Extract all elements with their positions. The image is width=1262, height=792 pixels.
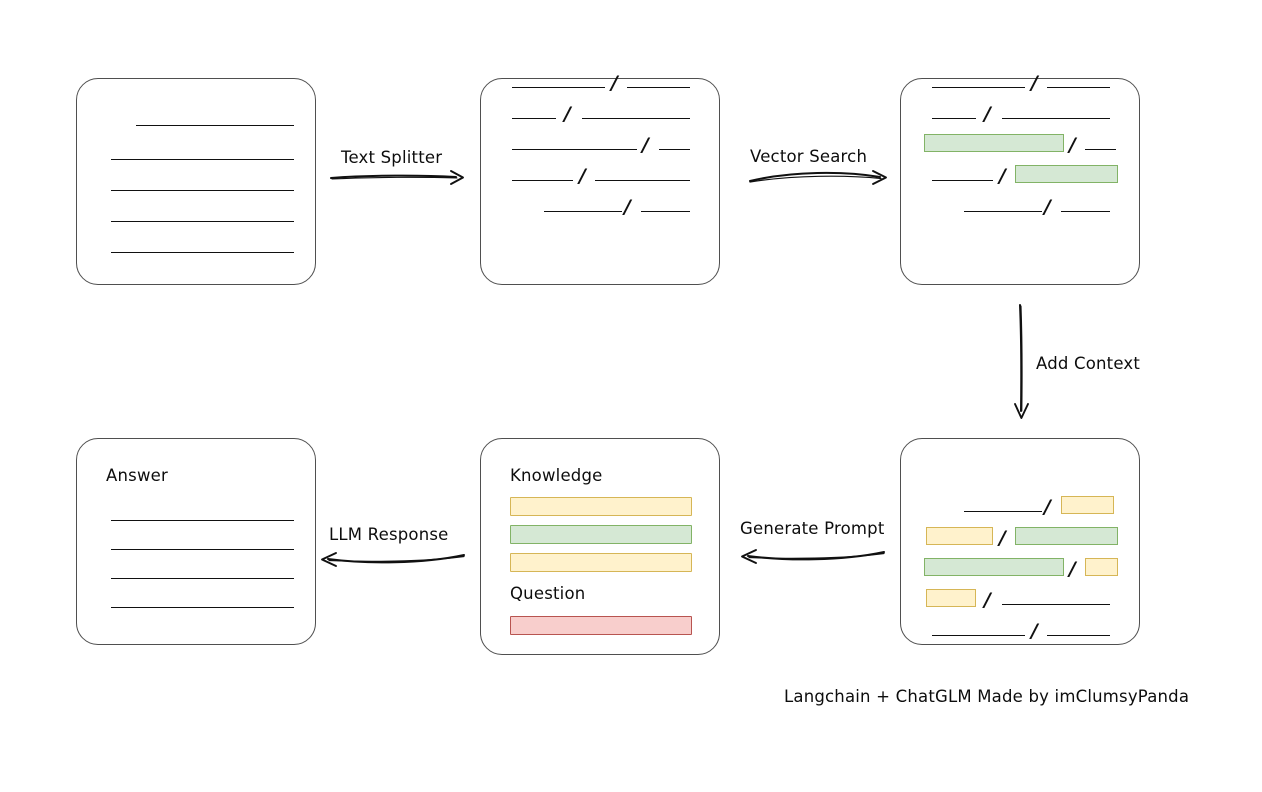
split-row: / (512, 192, 690, 217)
knowledge-bar (510, 553, 692, 572)
segment-right-highlight-green (1015, 165, 1118, 183)
text-line (111, 520, 294, 521)
source-document-rows (77, 79, 315, 284)
text-line (111, 159, 294, 160)
source-document-card[interactable] (76, 78, 316, 285)
arrow-label-llm-response: LLM Response (329, 525, 449, 544)
segment-left (932, 87, 1025, 88)
text-line (111, 252, 294, 253)
context-chunks-rows: / / / / / (901, 439, 1139, 644)
text-line (111, 549, 294, 550)
prompt-card-content: Knowledge Question (481, 439, 719, 654)
segment-right (1002, 604, 1110, 605)
segment-right (582, 118, 690, 119)
slash-separator: / (624, 196, 631, 218)
split-row: / (924, 554, 1118, 579)
slash-separator: / (999, 165, 1006, 187)
segment-left (512, 87, 605, 88)
split-row: / (512, 130, 690, 155)
segment-left-highlight-yellow (926, 527, 993, 545)
text-line (111, 221, 294, 222)
segment-left (932, 635, 1025, 636)
arrow-vector-search (748, 167, 888, 187)
slash-separator: / (611, 72, 618, 94)
split-row: / (932, 192, 1110, 217)
split-row: / (512, 68, 690, 93)
segment-right (1085, 149, 1116, 150)
retrieved-chunks-rows: / / / / / (901, 74, 1139, 284)
split-row: / (512, 161, 690, 186)
split-row: / (512, 99, 690, 124)
segment-left (964, 211, 1042, 212)
segment-left (932, 180, 993, 181)
segment-right-highlight-green (1015, 527, 1118, 545)
segment-left-highlight-green (924, 558, 1064, 576)
question-label: Question (510, 584, 586, 603)
segment-right (641, 211, 690, 212)
segment-left (964, 511, 1042, 512)
segment-left (512, 149, 637, 150)
slash-separator: / (984, 589, 991, 611)
segment-left (544, 211, 622, 212)
arrow-text-splitter (330, 168, 466, 186)
segment-left (932, 118, 976, 119)
segment-right (595, 180, 690, 181)
split-row: / (924, 130, 1116, 155)
question-bar (510, 616, 692, 635)
split-row: / (932, 616, 1110, 641)
knowledge-bar (510, 525, 692, 544)
slash-separator: / (1069, 134, 1076, 156)
prompt-card[interactable]: Knowledge Question (480, 438, 720, 655)
answer-card-content: Answer (77, 439, 315, 644)
slash-separator: / (1031, 72, 1038, 94)
split-chunks-card[interactable]: / / / / / (480, 74, 720, 285)
knowledge-bar (510, 497, 692, 516)
slash-separator: / (564, 103, 571, 125)
slash-separator: / (1044, 196, 1051, 218)
arrow-label-generate-prompt: Generate Prompt (740, 519, 885, 538)
slash-separator: / (999, 527, 1006, 549)
slash-separator: / (984, 103, 991, 125)
split-row: / (926, 523, 1118, 548)
segment-right (1047, 87, 1110, 88)
segment-right (1061, 211, 1110, 212)
segment-left-highlight-yellow (926, 589, 976, 607)
segment-right-highlight-yellow (1085, 558, 1118, 576)
slash-separator: / (579, 165, 586, 187)
arrow-label-add-context: Add Context (1036, 354, 1141, 373)
segment-right (627, 87, 690, 88)
text-line (111, 578, 294, 579)
segment-right (659, 149, 690, 150)
slash-separator: / (1031, 620, 1038, 642)
arrow-label-text-splitter: Text Splitter (341, 148, 443, 167)
segment-left-highlight-green (924, 134, 1064, 152)
arrow-llm-response (318, 550, 466, 570)
split-row: / (932, 161, 1118, 186)
split-chunks-rows: / / / / / (481, 74, 719, 284)
split-row: / (926, 585, 1110, 610)
answer-label: Answer (106, 466, 168, 485)
arrow-generate-prompt (738, 547, 886, 567)
retrieved-chunks-card[interactable]: / / / / / (900, 74, 1140, 285)
segment-left (512, 180, 573, 181)
text-line (111, 607, 294, 608)
slash-separator: / (1069, 558, 1076, 580)
split-row: / (932, 68, 1110, 93)
arrow-label-vector-search: Vector Search (750, 147, 868, 166)
knowledge-label: Knowledge (510, 466, 603, 485)
arrow-add-context (1011, 303, 1033, 420)
segment-right-highlight-yellow (1061, 496, 1114, 514)
context-chunks-card[interactable]: / / / / / (900, 438, 1140, 645)
text-line (136, 125, 294, 126)
split-row: / (932, 99, 1110, 124)
segment-left (512, 118, 556, 119)
slash-separator: / (642, 134, 649, 156)
segment-right (1047, 635, 1110, 636)
segment-right (1002, 118, 1110, 119)
slash-separator: / (1044, 496, 1051, 518)
footer-caption: Langchain + ChatGLM Made by imClumsyPand… (784, 687, 1190, 706)
text-line (111, 190, 294, 191)
split-row: / (932, 492, 1114, 517)
answer-card[interactable]: Answer (76, 438, 316, 645)
